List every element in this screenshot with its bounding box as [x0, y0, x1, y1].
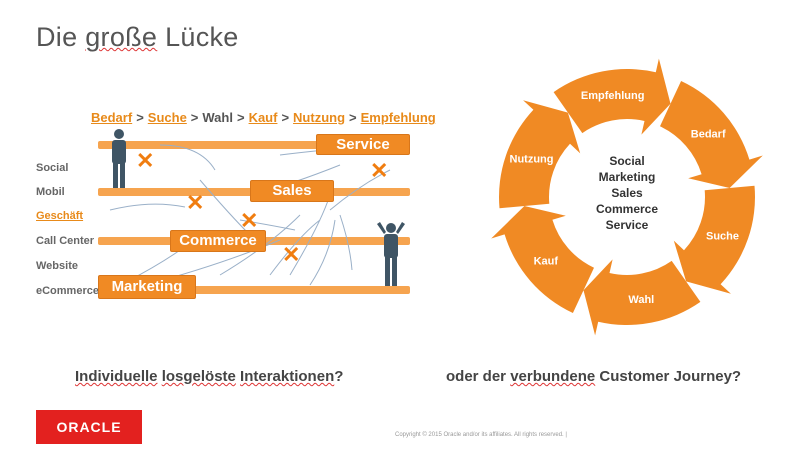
cycle-center-label: Marketing: [599, 170, 656, 184]
stage-commerce: Commerce: [170, 230, 266, 252]
journey-step-wahl: Wahl: [202, 110, 233, 125]
question-left-word-1: Individuelle: [75, 368, 158, 385]
cycle-arrow-icon: [673, 185, 755, 294]
channel-ecommerce: eCommerce: [36, 285, 99, 297]
journey-steps: Bedarf>Suche>Wahl>Kauf>Nutzung>Empfehlun…: [91, 110, 436, 125]
arrow-icon: [239, 219, 296, 231]
question-right-word-3: Customer Journey?: [595, 368, 742, 385]
x-mark-icon: ✕: [240, 208, 259, 233]
cycle-step-label: Empfehlung: [581, 90, 645, 102]
journey-step-nutzung: Nutzung: [293, 110, 346, 125]
channel-geschaeft: Geschäft: [36, 210, 84, 222]
channel-mobil: Mobil: [36, 186, 65, 198]
person-confused-icon: [377, 222, 405, 286]
cycle-arrow-icon: [499, 100, 581, 209]
journey-sep: >: [136, 110, 144, 125]
bar-service: [98, 141, 410, 149]
journey-step-empfehlung: Empfehlung: [360, 110, 436, 125]
journey-step-kauf: Kauf: [248, 110, 278, 125]
x-mark-icon: ✕: [186, 190, 205, 215]
journey-sep: >: [349, 110, 357, 125]
x-mark-icon: ✕: [282, 242, 301, 267]
journey-step-bedarf: Bedarf: [91, 110, 133, 125]
title-pre: Die: [36, 22, 86, 52]
journey-sep: >: [190, 110, 199, 125]
journey-step-suche: Suche: [147, 110, 187, 125]
person-standing-icon: [112, 129, 126, 188]
arrow-icon: [159, 144, 216, 171]
x-mark-icon: ✕: [136, 148, 155, 173]
cycle-step-label: Wahl: [628, 294, 654, 306]
cycle-arrow-icon: [583, 259, 701, 336]
stage-marketing: Marketing: [98, 275, 196, 299]
question-left-word-2: losgelöste: [161, 368, 236, 385]
arrow-icon: [329, 169, 391, 211]
oracle-logo-text: ORACLE: [56, 419, 122, 435]
cycle-step-label: Kauf: [534, 255, 559, 267]
title-post: Lücke: [157, 22, 239, 52]
page-title: Die große Lücke: [36, 22, 239, 53]
arrow-icon: [269, 219, 321, 276]
cycle-center-label: Commerce: [596, 202, 658, 216]
question-left-word-3: Interaktionen: [240, 368, 335, 385]
question-right-word-2: verbundene: [510, 368, 596, 385]
channel-social: Social: [36, 162, 69, 174]
oracle-logo: ORACLE: [36, 410, 142, 444]
arrow-icon: [339, 214, 353, 271]
question-right: oder der verbundene Customer Journey?: [446, 368, 741, 385]
arrow-icon: [109, 203, 186, 211]
channel-website: Website: [36, 260, 78, 272]
cycle-center-label: Social: [609, 154, 644, 168]
question-left-mark: ?: [334, 368, 344, 385]
cycle-step-label: Nutzung: [510, 153, 554, 165]
x-mark-icon: ✕: [370, 158, 389, 183]
journey-sep: >: [281, 110, 290, 125]
cycle-arrow-icon: [491, 206, 594, 313]
cycle-arrow-icon: [660, 81, 763, 188]
question-left: Individuelle losgelöste Interaktionen?: [75, 368, 343, 385]
stage-sales: Sales: [250, 180, 334, 202]
bar-marketing: [98, 286, 410, 294]
arrow-icon: [309, 219, 336, 286]
question-right-word-1: oder der: [446, 368, 511, 385]
cycle-step-label: Suche: [706, 231, 739, 243]
journey-sep: >: [236, 110, 245, 125]
channel-call-center: Call Center: [36, 235, 95, 247]
title-mark: große: [85, 22, 158, 52]
cycle-step-label: Bedarf: [691, 129, 726, 141]
cycle-center-label: Service: [606, 218, 649, 232]
copyright: Copyright © 2015 Oracle and/or its affil…: [395, 432, 567, 438]
stage-service: Service: [316, 134, 410, 155]
cycle-center-label: Sales: [611, 186, 643, 200]
cycle-arrow-icon: [553, 58, 671, 135]
